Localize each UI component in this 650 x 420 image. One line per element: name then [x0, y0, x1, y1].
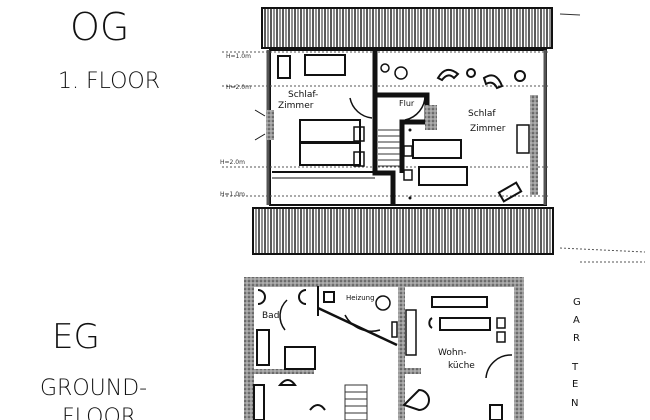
- room-label-bedroom-left: Schlaf- Zimmer: [278, 90, 321, 111]
- og-title: OG: [70, 5, 129, 49]
- upper-roof-bottom: [252, 207, 554, 255]
- svg-text:E: E: [572, 379, 578, 390]
- height-label: H=1.0m: [220, 191, 245, 198]
- eg-title: EG: [52, 317, 100, 357]
- height-label: H=2.0m: [226, 84, 251, 91]
- room-label-kitchen: Wohn- küche: [438, 348, 475, 371]
- room-label-heating: Heizung: [346, 294, 375, 302]
- og-subtitle: 1. FLOOR: [58, 69, 160, 94]
- svg-text:A: A: [573, 315, 580, 326]
- svg-text:N: N: [571, 398, 578, 409]
- height-label: H=2.0m: [220, 159, 245, 166]
- room-label-bedroom-right: Schlaf Zimmer: [468, 109, 506, 134]
- upper-roof-top: [261, 7, 553, 49]
- eg-subtitle: GROUND- FLOOR: [40, 376, 154, 420]
- svg-text:G: G: [573, 297, 581, 308]
- height-label: H=1.0m: [226, 53, 251, 60]
- svg-text:T: T: [571, 362, 579, 373]
- upper-floor-walls: [222, 49, 548, 206]
- garden-label: G A R T E N: [571, 297, 581, 409]
- room-label-hall: Flur: [399, 99, 415, 108]
- ground-floor-walls: [244, 277, 524, 420]
- svg-text:R: R: [573, 333, 580, 344]
- room-label-bath: Bad: [262, 311, 279, 321]
